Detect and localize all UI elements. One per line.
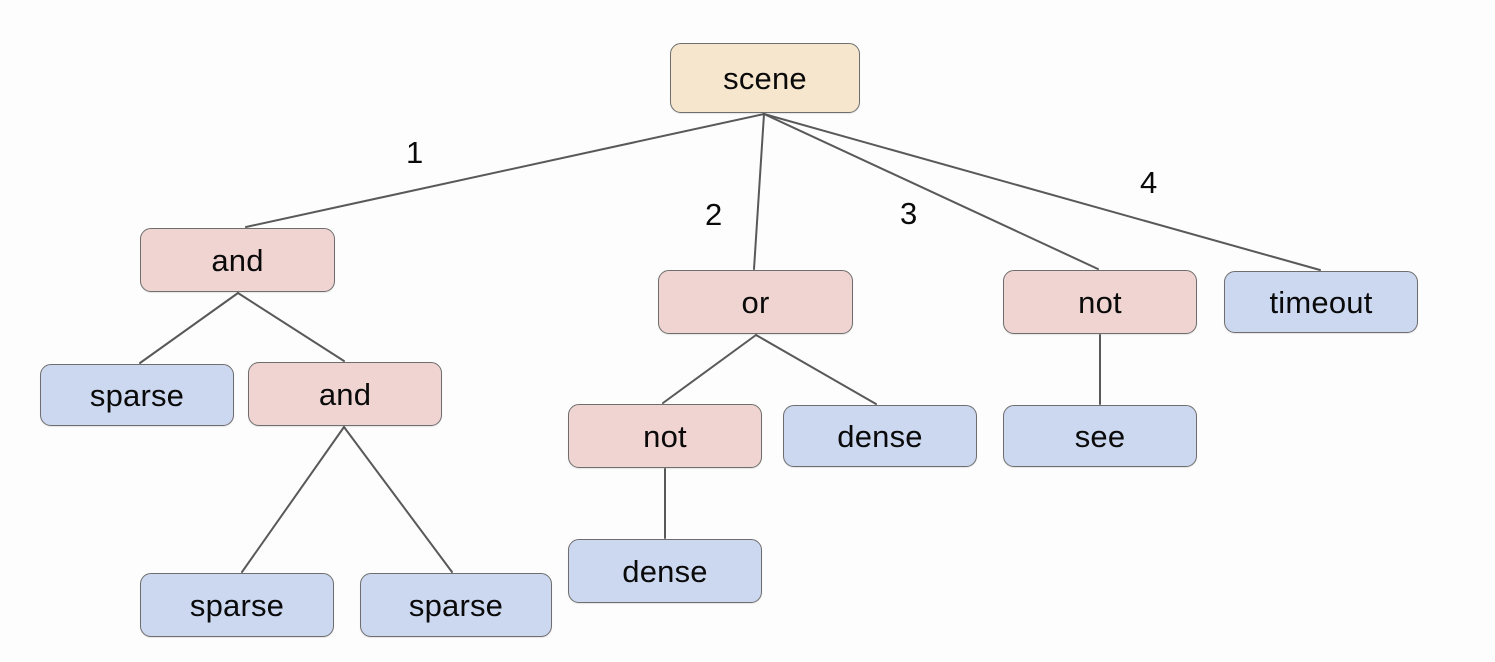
edge-and2-to-sparse2 <box>241 426 345 573</box>
edge-label-4: 4 <box>1140 165 1158 200</box>
node-label: or <box>741 284 770 320</box>
node-label: and <box>318 376 372 412</box>
node-not2[interactable]: not <box>568 404 762 468</box>
edge-scene-to-and1 <box>245 113 765 228</box>
edge-scene-to-timeout1 <box>763 113 1321 271</box>
node-timeout1[interactable]: timeout <box>1224 271 1418 333</box>
node-and2[interactable]: and <box>248 362 442 426</box>
node-dense2[interactable]: dense <box>568 539 762 603</box>
edge-label-3: 3 <box>900 196 918 231</box>
node-label: dense <box>837 418 923 454</box>
node-sparse2[interactable]: sparse <box>140 573 334 637</box>
node-label: dense <box>622 553 708 589</box>
node-label: timeout <box>1269 284 1373 320</box>
node-dense1[interactable]: dense <box>783 405 977 467</box>
edge-label-1: 1 <box>406 135 424 170</box>
node-and1[interactable]: and <box>140 228 335 292</box>
edge-scene-to-or1 <box>753 113 765 270</box>
edge-and2-to-sparse3 <box>343 426 453 573</box>
node-not1[interactable]: not <box>1003 270 1197 334</box>
node-scene[interactable]: scene <box>670 43 860 113</box>
node-or1[interactable]: or <box>658 270 853 334</box>
node-see1[interactable]: see <box>1003 405 1197 467</box>
edge-or1-to-not2 <box>662 334 757 404</box>
node-sparse1[interactable]: sparse <box>40 364 234 426</box>
node-label: not <box>643 418 687 454</box>
node-label: sparse <box>189 587 285 623</box>
edge-and1-to-sparse1 <box>139 292 239 364</box>
node-label: sparse <box>408 587 504 623</box>
node-sparse3[interactable]: sparse <box>360 573 552 637</box>
node-label: see <box>1074 418 1126 454</box>
edge-label-2: 2 <box>705 197 723 232</box>
edge-or1-to-dense1 <box>755 334 877 405</box>
edge-and1-to-and2 <box>237 292 345 362</box>
node-label: sparse <box>89 377 185 413</box>
node-label: and <box>211 242 264 278</box>
edge-lines <box>139 113 1321 573</box>
edge-scene-to-not1 <box>763 113 1099 270</box>
node-label: scene <box>723 60 807 96</box>
node-label: not <box>1078 284 1122 320</box>
